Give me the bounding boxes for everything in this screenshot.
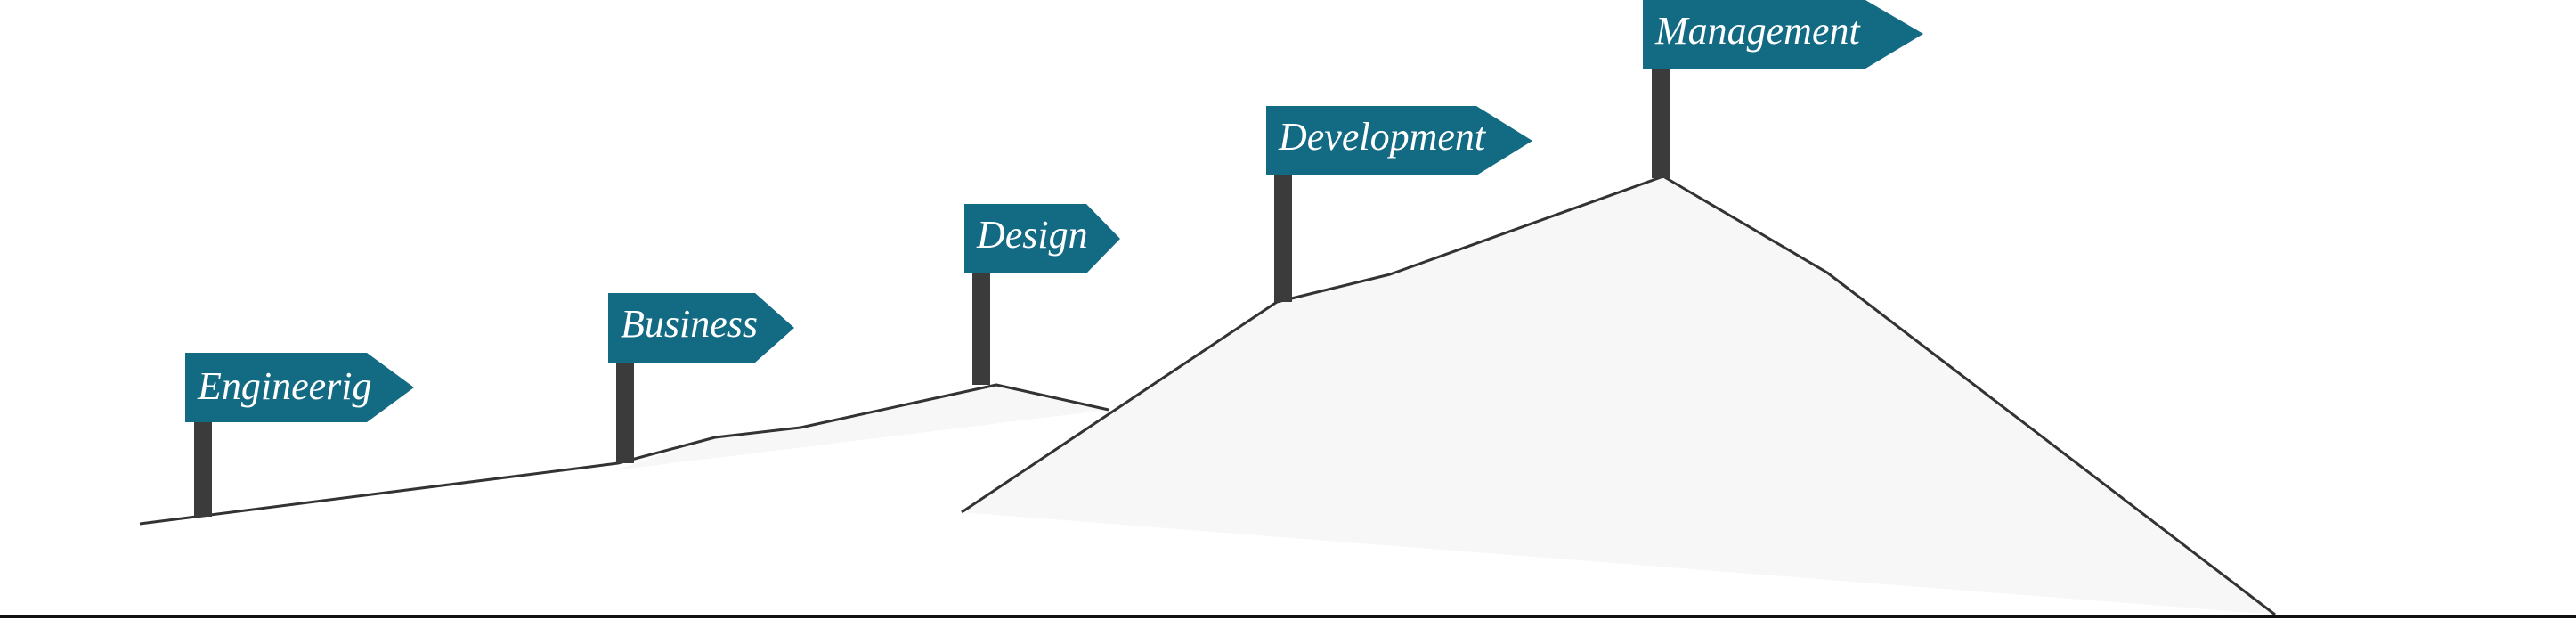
signpost-design: Design xyxy=(964,204,1120,385)
sign-board xyxy=(964,204,1120,273)
big-mountain-shading xyxy=(962,176,2275,615)
sign-label: Engineerig xyxy=(197,364,372,408)
signpost-business: Business xyxy=(608,293,794,463)
sign-label: Management xyxy=(1654,9,1861,53)
sign-board xyxy=(1643,0,1923,69)
signpost-pole xyxy=(616,362,634,463)
big-mountain-ridge xyxy=(961,175,2276,616)
sign-board xyxy=(1266,106,1532,175)
signpost-engineering: Engineerig xyxy=(185,353,414,517)
signpost-development: Development xyxy=(1266,106,1532,302)
sign-label: Development xyxy=(1278,115,1487,159)
sign-board xyxy=(185,353,414,422)
signpost-pole xyxy=(972,273,990,385)
sign-board xyxy=(608,293,794,363)
sign-label: Design xyxy=(976,213,1088,257)
small-hill-shading xyxy=(614,385,1109,470)
signpost-pole xyxy=(194,422,212,517)
signpost-management: Management xyxy=(1643,0,1923,178)
signpost-pole xyxy=(1652,68,1670,178)
small-hill-ridge xyxy=(139,383,1109,526)
sign-label: Business xyxy=(621,302,758,346)
signpost-pole xyxy=(1274,175,1292,302)
